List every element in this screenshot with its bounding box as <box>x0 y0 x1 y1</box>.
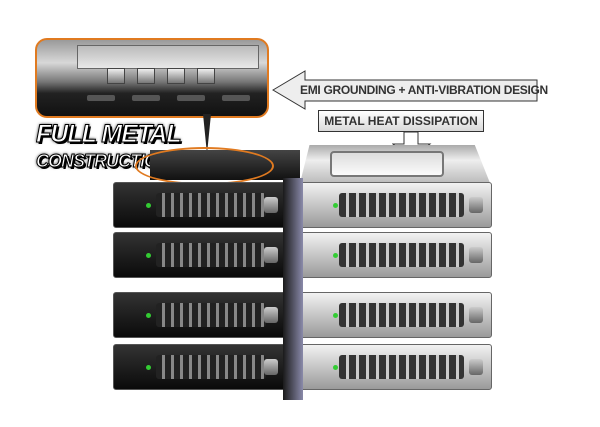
led-icon <box>333 203 338 208</box>
grounding-clip <box>167 68 185 84</box>
latch-handle <box>264 307 278 323</box>
title-line1: FULL METAL <box>36 120 183 149</box>
led-icon <box>146 365 151 370</box>
latch-handle <box>264 197 278 213</box>
silver-drive-bay <box>300 232 492 278</box>
drive-plate <box>77 45 259 69</box>
led-icon <box>146 253 151 258</box>
tray-grill <box>156 193 266 217</box>
grounding-clip <box>107 68 125 84</box>
tray-grill <box>339 243 464 267</box>
vent-slot <box>132 95 160 101</box>
led-icon <box>146 203 151 208</box>
silver-chassis-lid <box>300 145 490 183</box>
silver-drive-bay <box>300 292 492 338</box>
vent-slot <box>177 95 205 101</box>
latch-handle <box>264 359 278 375</box>
silver-drive-bay <box>300 344 492 390</box>
led-icon <box>333 365 338 370</box>
latch-handle <box>469 197 483 213</box>
silver-drive-bay <box>300 182 492 228</box>
latch-handle <box>469 359 483 375</box>
black-drive-bay <box>113 344 297 390</box>
detail-inset <box>35 38 269 118</box>
latch-handle <box>264 247 278 263</box>
black-drive-bay <box>113 182 297 228</box>
vent-slot <box>222 95 250 101</box>
highlight-ellipse <box>135 147 274 185</box>
led-icon <box>146 313 151 318</box>
latch-handle <box>469 307 483 323</box>
left-arrow-icon <box>272 70 538 110</box>
latch-handle <box>469 247 483 263</box>
led-icon <box>333 313 338 318</box>
led-icon <box>333 253 338 258</box>
chassis-divider <box>283 178 303 400</box>
tray-grill <box>156 355 266 379</box>
black-drive-bay <box>113 232 297 278</box>
tray-grill <box>339 303 464 327</box>
black-drive-bay <box>113 292 297 338</box>
grounding-clip <box>197 68 215 84</box>
heat-callout: METAL HEAT DISSIPATION <box>318 110 484 132</box>
heat-panel <box>330 151 444 177</box>
grounding-clip <box>137 68 155 84</box>
tray-grill <box>156 243 266 267</box>
tray-grill <box>339 193 464 217</box>
tray-grill <box>339 355 464 379</box>
inset-pointer <box>203 114 211 154</box>
vent-slot <box>87 95 115 101</box>
tray-grill <box>156 303 266 327</box>
emi-callout: EMI GROUNDING + ANTI-VIBRATION DESIGN <box>300 83 548 97</box>
